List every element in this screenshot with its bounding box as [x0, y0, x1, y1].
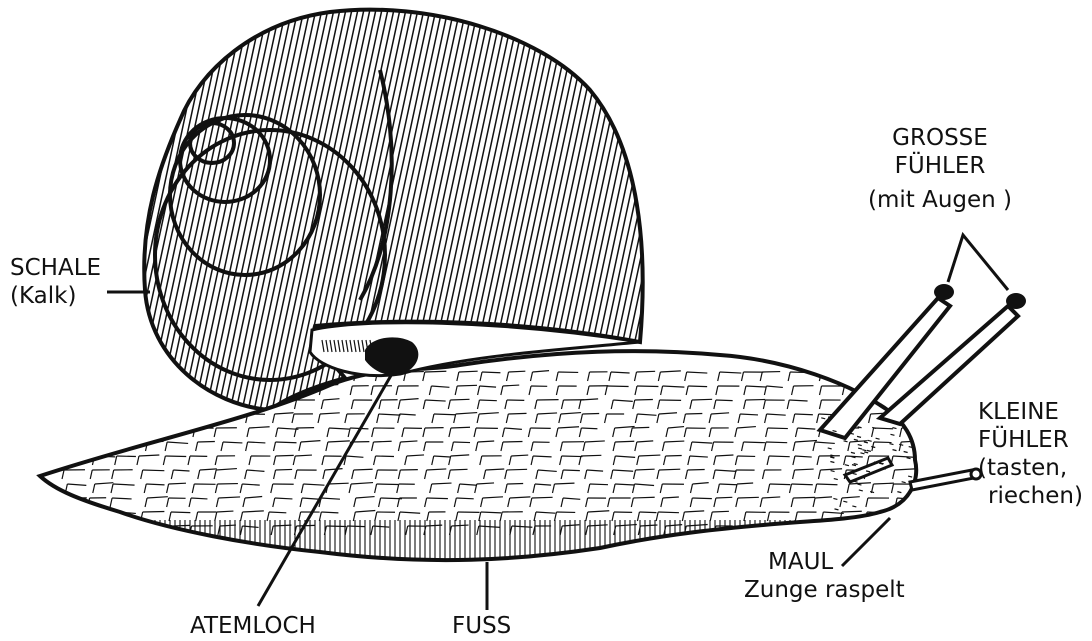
label-schale-line2: (Kalk): [10, 282, 101, 310]
label-kleine-fuehler-line2: FÜHLER: [978, 426, 1083, 454]
label-schale-line1: SCHALE: [10, 254, 101, 282]
label-grosse-fuehler-line1: GROSSE: [860, 124, 1020, 152]
label-schale: SCHALE (Kalk): [10, 254, 101, 310]
label-grosse-fuehler-line3: (mit Augen ): [860, 186, 1020, 214]
label-maul-line1: MAUL: [744, 548, 905, 576]
label-kleine-fuehler-line1: KLEINE: [978, 398, 1083, 426]
label-grosse-fuehler-line2: FÜHLER: [860, 152, 1020, 180]
label-grosse-fuehler: GROSSE FÜHLER (mit Augen ): [860, 124, 1020, 214]
label-kleine-fuehler-line3: (tasten,: [978, 454, 1083, 482]
grosse-fuehler-leader-line: [948, 235, 1008, 290]
label-maul: MAUL Zunge raspelt: [744, 548, 905, 604]
label-atemloch: ATEMLOCH: [190, 612, 316, 640]
label-kleine-fuehler-line4: riechen): [978, 482, 1083, 510]
label-kleine-fuehler: KLEINE FÜHLER (tasten, riechen): [978, 398, 1083, 510]
label-fuss: FUSS: [452, 612, 511, 640]
label-maul-line2: Zunge raspelt: [744, 576, 905, 604]
